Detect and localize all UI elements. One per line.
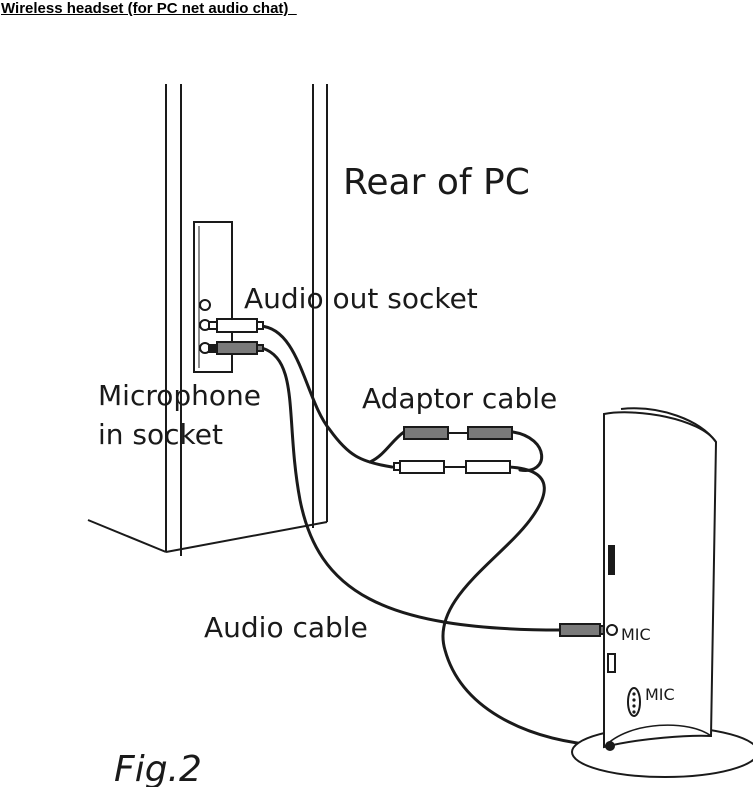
mic-button: [627, 687, 641, 717]
adaptor-white-plugs: [393, 460, 511, 474]
base-cable-entry: [605, 741, 615, 751]
audio-out-plug: [208, 318, 264, 333]
mic-port-socket: [606, 624, 618, 636]
microphone-plug: [208, 341, 264, 355]
microphone-label-line1: Microphone: [98, 379, 261, 412]
adaptor-to-base-cable: [441, 465, 606, 748]
mic-port-plug: [559, 623, 609, 637]
base-switch: [607, 653, 616, 673]
adaptor-tee: [368, 430, 406, 464]
base-slot-black: [608, 545, 615, 575]
audio-out-cable: [258, 324, 394, 469]
rear-of-pc-label: Rear of PC: [343, 162, 530, 203]
audio-out-socket-label: Audio out socket: [244, 282, 478, 315]
audio-cable-label: Audio cable: [204, 611, 368, 644]
figure-caption: Fig.2: [114, 749, 202, 787]
pc-tower: [87, 84, 328, 556]
socket-panel: [193, 221, 233, 373]
mic-button-label: MIC: [645, 685, 675, 704]
adaptor-cable-label: Adaptor cable: [362, 382, 557, 415]
mic-port-label: MIC: [621, 625, 651, 644]
cables: [258, 324, 606, 748]
adaptor-right-cable: [511, 430, 544, 472]
document-heading: Wireless headset (for PC net audio chat): [1, 0, 297, 17]
microphone-label-line2: in socket: [98, 418, 223, 451]
audio-cable-line: [260, 346, 562, 632]
adaptor-grey-plugs: [403, 426, 513, 440]
transmitter-base: [571, 407, 753, 778]
